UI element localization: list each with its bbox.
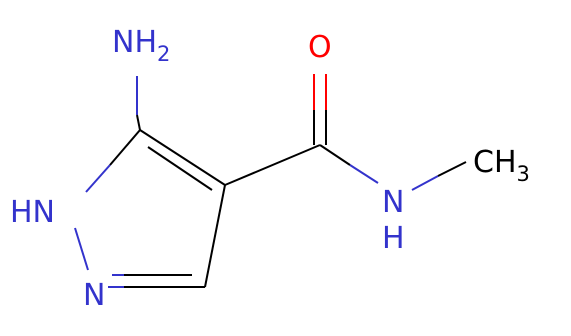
bond-c5-n1-n	[85, 164, 111, 193]
atom-amide-h: H	[382, 221, 405, 256]
atom-ring-nh: HN	[10, 195, 55, 230]
bond-c3-c4	[204, 184, 226, 288]
atom-ring-n: N	[83, 278, 105, 313]
bond-c5-c4-inner	[147, 146, 213, 191]
bonds	[74, 74, 467, 288]
bond-c4-carbonyl	[224, 144, 321, 186]
atom-labels: NH2 HN N O N H CH3	[10, 25, 530, 313]
atom-amide-n: N	[382, 185, 404, 220]
atom-methyl: CH3	[473, 145, 530, 186]
bond-carbonyl-amide-n	[349, 164, 379, 184]
bond-amide-methyl	[437, 161, 467, 177]
bond-c5-c4	[139, 129, 226, 186]
atom-carbonyl-o: O	[308, 30, 332, 65]
bond-carbonyl-amide	[319, 144, 351, 166]
bond-n1-n2	[74, 227, 89, 271]
bond-c5-n1	[109, 129, 141, 166]
atom-amino: NH2	[112, 25, 170, 66]
bond-amide-methyl-n	[411, 175, 439, 191]
bond-c5-amino	[136, 114, 141, 131]
